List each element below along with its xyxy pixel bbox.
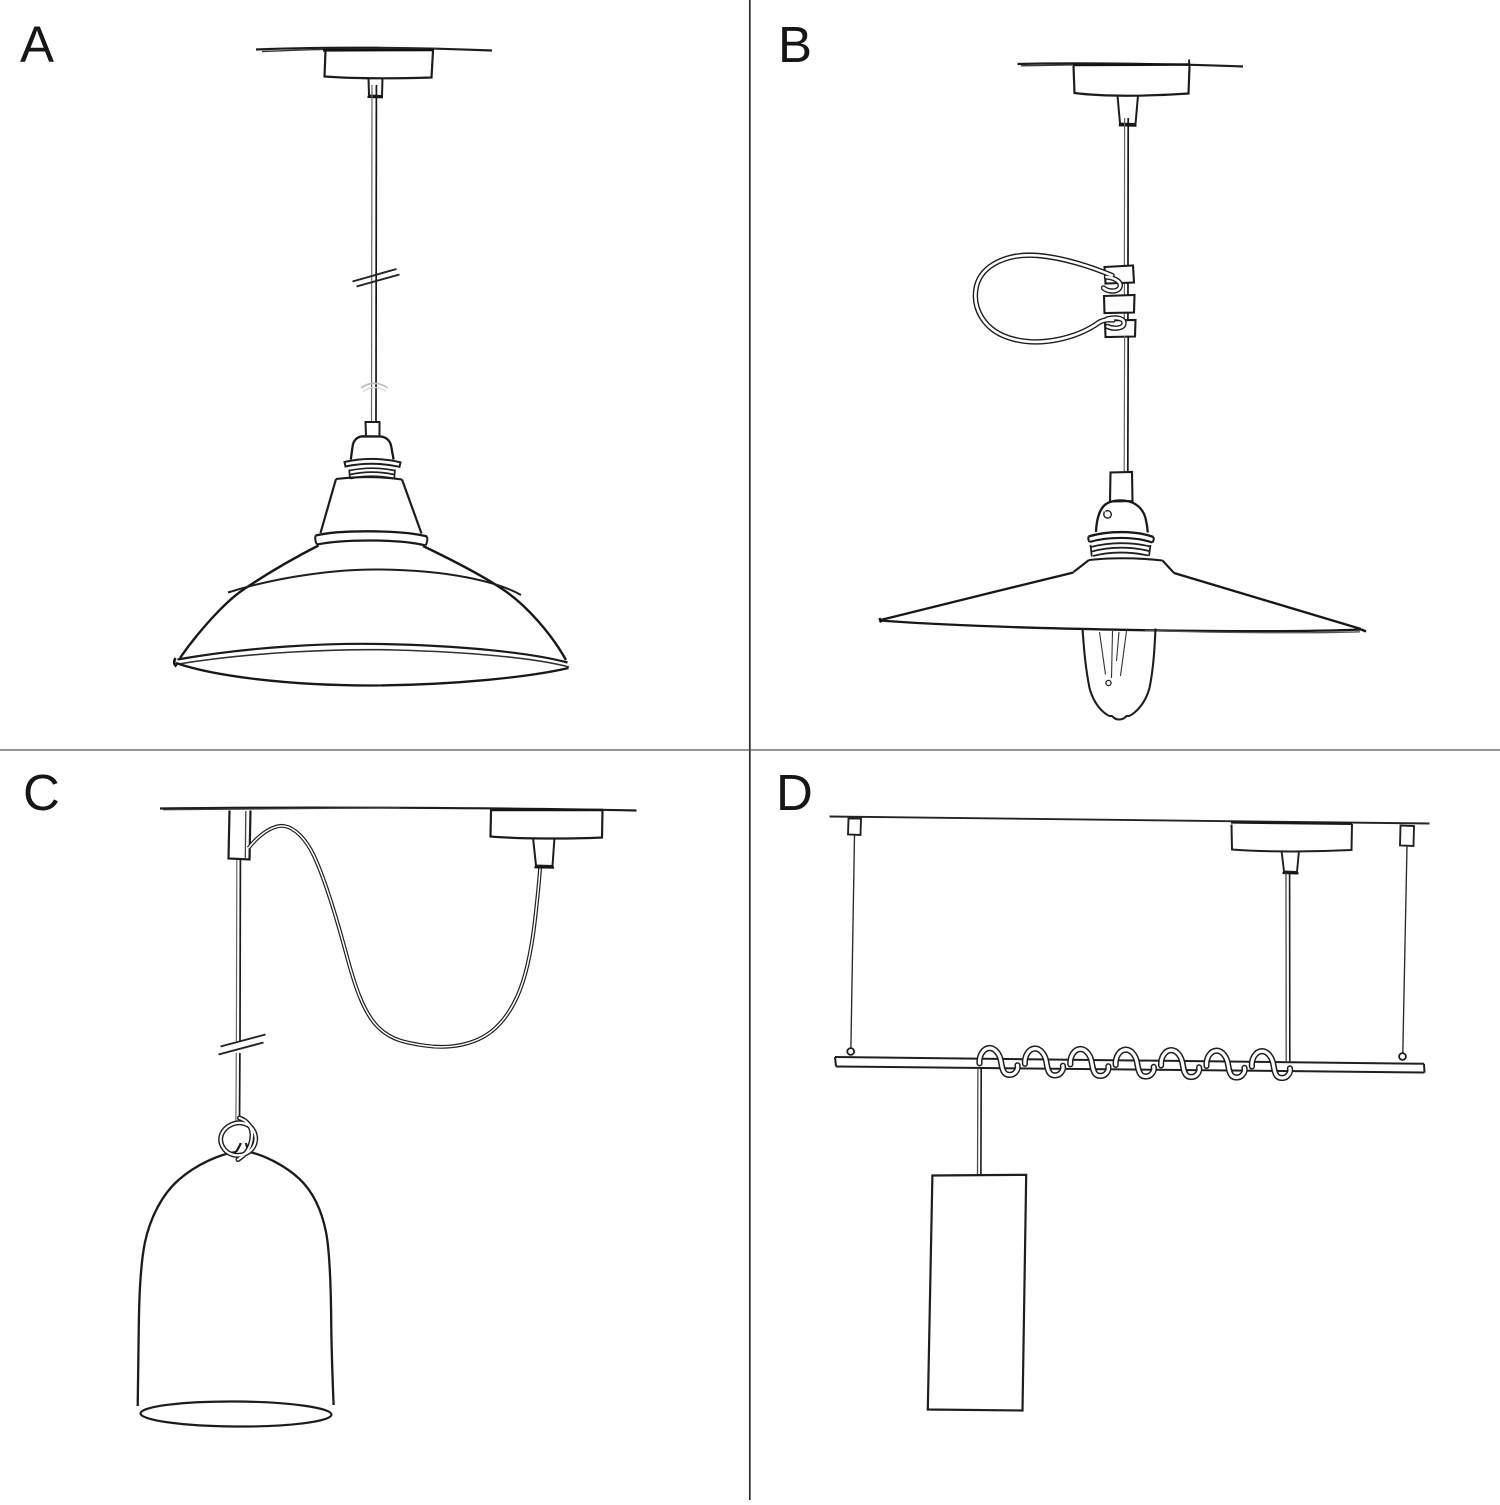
- svg-text:B: B: [778, 16, 812, 73]
- svg-text:D: D: [776, 764, 813, 821]
- svg-text:C: C: [23, 764, 60, 821]
- svg-text:A: A: [20, 16, 54, 73]
